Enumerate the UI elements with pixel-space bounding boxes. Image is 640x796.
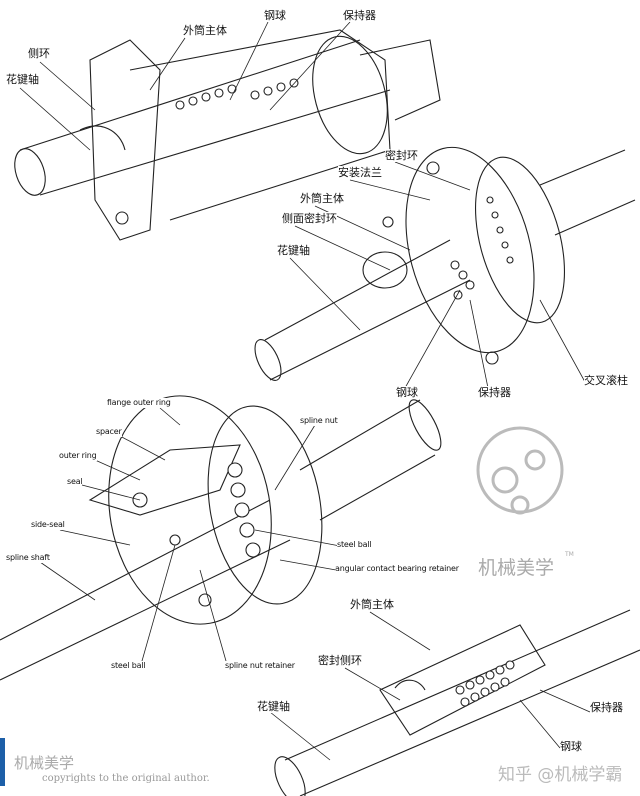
watermark-bar — [0, 738, 5, 786]
watermark-zhihu: 知乎 @机械学霸 — [498, 765, 623, 785]
diagram3-drawing — [0, 395, 442, 681]
label-spline-shaft: 花键轴 — [277, 244, 310, 257]
label-side-seal: side-seal — [31, 520, 65, 530]
watermark-copyright: copyrights to the original author. — [42, 773, 210, 784]
watermark-brand: 机械美学 — [14, 754, 75, 772]
label-spline-nut: spline nut — [300, 416, 338, 426]
label-steel-ball: 钢球 — [560, 740, 582, 753]
logo-gears-graphic — [476, 426, 564, 515]
label-steel-ball: 钢球 — [396, 386, 418, 399]
label-outer-ring: outer ring — [59, 451, 97, 461]
label-seal-ring: 密封环 — [385, 149, 418, 162]
label-retainer: 保持器 — [343, 9, 376, 22]
label-flange-outer-ring: flange outer ring — [107, 398, 171, 408]
label-spline-shaft: spline shaft — [6, 553, 50, 563]
label-steel-ball: 钢球 — [264, 9, 286, 22]
label-spacer: spacer — [96, 427, 122, 437]
logo-tm: TM — [565, 551, 574, 558]
label-retainer: 保持器 — [478, 386, 511, 399]
label-seal-side-ring: 密封侧环 — [318, 654, 362, 667]
label-outer-body: 外筒主体 — [300, 192, 344, 205]
diagram2-drawing — [254, 146, 636, 381]
diagram1-drawing — [14, 29, 441, 241]
leader-lines — [19, 21, 591, 761]
label-outer-body: 外筒主体 — [350, 598, 394, 611]
label-spline-shaft: 花键轴 — [6, 73, 39, 86]
label-mount-flange: 安装法兰 — [338, 166, 382, 179]
diagram4-drawing — [274, 609, 640, 796]
label-steel-ball: steel ball — [111, 661, 146, 671]
label-outer-body: 外筒主体 — [183, 24, 227, 37]
label-side-ring: 侧环 — [28, 47, 50, 60]
label-side-seal-ring: 侧面密封环 — [282, 212, 337, 225]
label-seal: seal — [67, 477, 83, 487]
label-angular-contact-bearing-retainer: angular contact bearing retainer — [335, 564, 459, 574]
label-cross-roller: 交叉滚柱 — [584, 374, 628, 387]
logo-text: 机械美学 — [478, 557, 555, 579]
label-spline-nut-retainer: spline nut retainer — [225, 661, 295, 671]
label-steel-ball: steel ball — [337, 540, 372, 550]
label-retainer: 保持器 — [590, 701, 623, 714]
label-spline-shaft: 花键轴 — [257, 700, 290, 713]
